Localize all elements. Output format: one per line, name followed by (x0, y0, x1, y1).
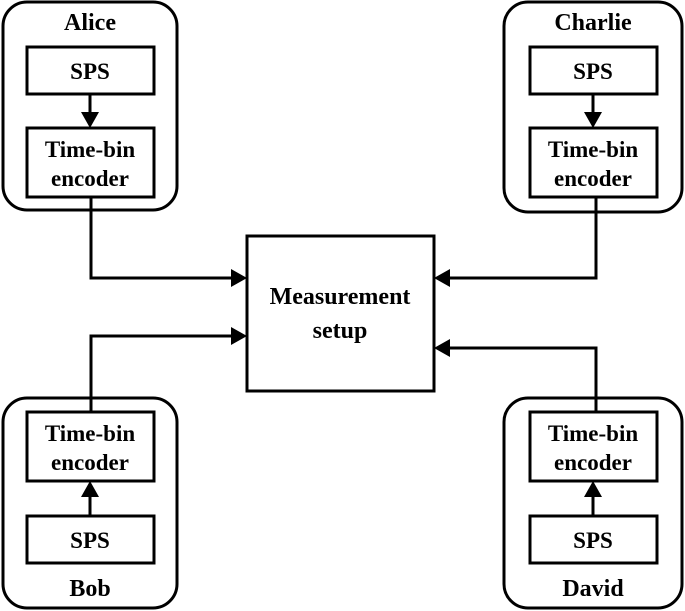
bob-encoder-label-line2: encoder (51, 450, 129, 475)
bob-encoder-label-line1: Time-bin (45, 421, 136, 446)
bob-name: Bob (69, 576, 110, 602)
david-to-setup-line (450, 346, 598, 412)
alice-sps-label: SPS (70, 59, 110, 84)
david-sps-to-encoder-arrowhead (584, 481, 602, 497)
alice-to-setup-arrowhead (231, 269, 247, 287)
party-alice: Alice SPS Time-bin encoder (1, 0, 179, 212)
bob-to-setup-arrowhead (231, 327, 247, 345)
charlie-to-setup-line (450, 197, 598, 280)
charlie-to-setup-arrowhead (434, 269, 450, 287)
measurement-setup-label-line1: Measurement (270, 284, 411, 310)
measurement-setup-label-line2: setup (313, 318, 368, 344)
david-sps-box (528, 514, 659, 565)
david-encoder-label-line2: encoder (554, 450, 632, 475)
charlie-sps-to-encoder-arrowhead (584, 112, 602, 128)
bob-sps-box (25, 514, 156, 565)
alice-sps-box (25, 45, 156, 96)
bob-encoder-box (25, 410, 156, 483)
party-charlie: Charlie SPS Time-bin encoder (502, 0, 684, 214)
bob-sps-label: SPS (70, 528, 110, 553)
david-to-setup-arrowhead (434, 339, 450, 357)
party-bob: Time-bin encoder SPS Bob (1, 396, 179, 610)
charlie-sps-label: SPS (573, 59, 613, 84)
connector-bob (89, 327, 247, 412)
charlie-name: Charlie (554, 10, 632, 36)
alice-to-setup-line (89, 197, 231, 280)
charlie-encoder-label-line1: Time-bin (548, 137, 639, 162)
alice-sps-to-encoder-arrowhead (81, 112, 99, 128)
connector-david (434, 339, 598, 412)
connector-charlie (434, 197, 598, 287)
david-encoder-box (528, 410, 659, 483)
measurement-setup: Measurement setup (245, 234, 436, 393)
alice-encoder-label-line1: Time-bin (45, 137, 136, 162)
alice-encoder-label-line2: encoder (51, 166, 129, 191)
charlie-sps-box (528, 45, 659, 96)
bob-to-setup-line (89, 334, 231, 412)
david-sps-label: SPS (573, 528, 613, 553)
david-encoder-label-line1: Time-bin (548, 421, 639, 446)
connector-alice (89, 197, 247, 287)
party-david: Time-bin encoder SPS David (502, 396, 684, 610)
charlie-encoder-label-line2: encoder (554, 166, 632, 191)
charlie-encoder-box (528, 126, 659, 199)
bob-sps-to-encoder-arrowhead (81, 481, 99, 497)
measurement-setup-box (245, 234, 436, 393)
alice-name: Alice (64, 10, 116, 36)
david-name: David (562, 576, 624, 602)
